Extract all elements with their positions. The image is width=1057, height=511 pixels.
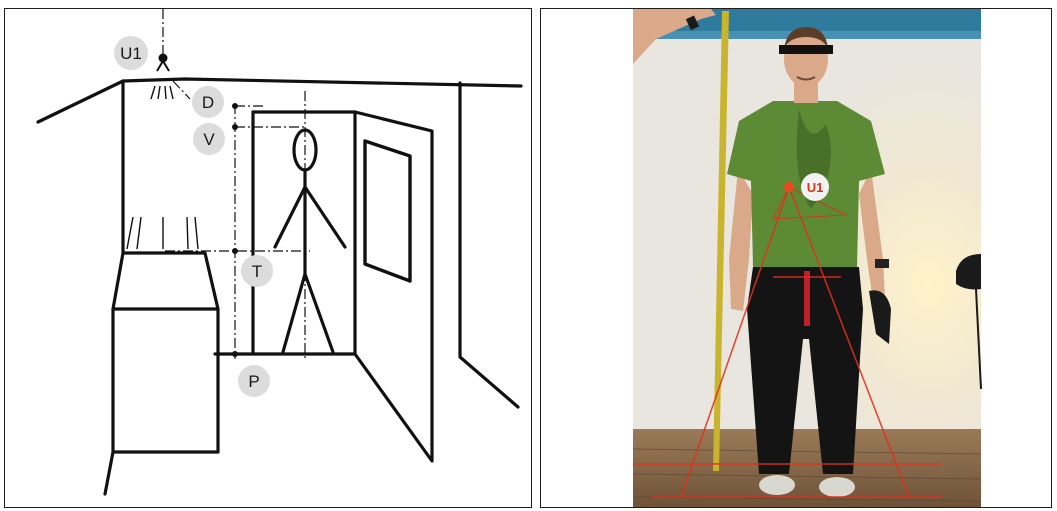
- svg-text:T: T: [252, 262, 262, 281]
- photo-panel: U1: [540, 8, 1052, 508]
- badge-v: V: [193, 123, 225, 155]
- badge-u1: U1: [114, 36, 148, 70]
- ceiling-left-line: [38, 79, 521, 122]
- svg-text:P: P: [248, 372, 259, 391]
- figure-arms: [275, 187, 345, 247]
- svg-text:U1: U1: [807, 180, 824, 195]
- cabinet-top: [113, 253, 218, 452]
- svg-text:V: V: [203, 130, 215, 149]
- svg-text:U1: U1: [120, 44, 142, 63]
- eye-censor-bar: [779, 45, 833, 54]
- laser-dot: [784, 182, 794, 192]
- svg-text:D: D: [202, 93, 214, 112]
- schematic-panel: U1 D V T P: [4, 8, 532, 508]
- sensor-mount: [157, 61, 169, 71]
- wall-lower: [105, 452, 113, 494]
- schematic-drawing: U1 D V T P: [5, 9, 532, 508]
- badge-p: P: [238, 365, 270, 397]
- sensor-to-d: [173, 81, 190, 99]
- badge-d: D: [192, 86, 224, 118]
- room-right-wall: [460, 83, 518, 407]
- door-window: [365, 141, 410, 281]
- badge-photo-u1: U1: [801, 173, 829, 201]
- figure-legs: [283, 274, 333, 352]
- wood-floor: [633, 429, 981, 508]
- badge-t: T: [241, 255, 273, 287]
- photo-illustration: U1: [541, 9, 1052, 508]
